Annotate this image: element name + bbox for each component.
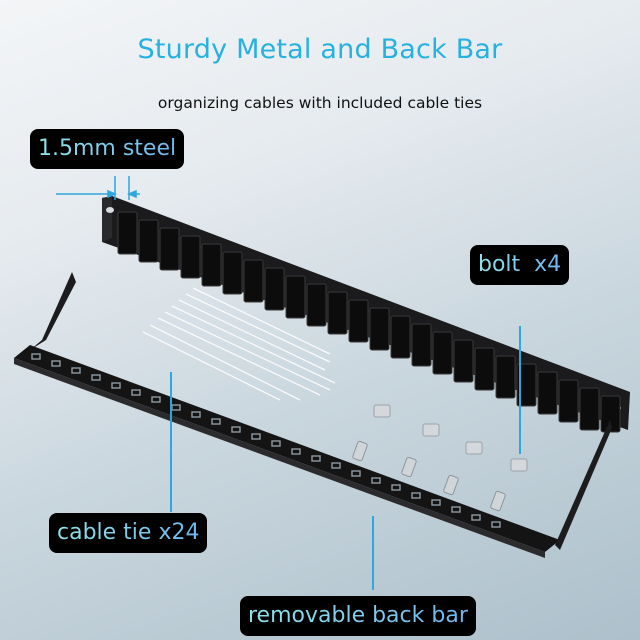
thickness-indicator <box>56 176 140 200</box>
cable-ties <box>142 287 336 401</box>
cable-tie-callout: cable tie x24 <box>49 513 208 553</box>
bolt-indicator-line <box>519 326 521 454</box>
bolts <box>352 440 506 512</box>
bolt-callout-label: bolt x4 <box>478 252 562 277</box>
cable-tie-indicator-line <box>170 372 172 512</box>
back-bar-callout: removable back bar <box>240 596 476 636</box>
bolt-callout: bolt x4 <box>470 245 570 285</box>
cable-tie-callout-label: cable tie x24 <box>57 520 200 545</box>
cage-nuts <box>373 404 528 472</box>
page-subtitle: organizing cables with included cable ti… <box>157 94 483 112</box>
back-bar-callout-label: removable back bar <box>248 603 468 628</box>
steel-callout: 1.5mm steel <box>30 129 185 169</box>
removable-back-bar <box>14 272 612 558</box>
patch-panel-front <box>102 196 630 433</box>
page-title: Sturdy Metal and Back Bar <box>137 34 503 65</box>
back-bar-indicator-line <box>372 516 374 590</box>
steel-callout-label: 1.5mm steel <box>38 136 177 161</box>
